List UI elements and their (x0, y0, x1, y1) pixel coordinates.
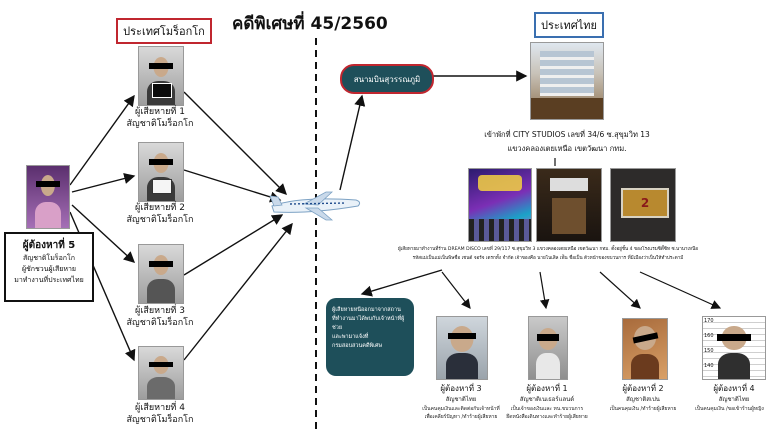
suspect5-line-1: สัญชาติโมร็อกโก (22, 254, 76, 262)
suspect-1-photo (528, 316, 568, 380)
airport-label: สนามบินสุวรรณภูมิ (353, 74, 421, 84)
dest-country-label: ประเทศไทย (540, 19, 598, 32)
victim-2-name: ผู้เสียหายที่ 2 (135, 203, 185, 213)
suspect-2-name: ผู้ต้องหาที่ 2 (622, 384, 664, 393)
residence-line-2: แขวงคลองเตยเหนือ เขตวัฒนา กทม. (507, 144, 627, 153)
airport-box: สนามบินสุวรรณภูมิ (340, 64, 434, 94)
mugshot-scale-3: 150 (704, 348, 714, 354)
case-title: คดีพิเศษที่ 45/2560 (232, 14, 388, 34)
suspect-1-role-1: เป็นเจ้าของเงินและ หน.ขบวนการ (510, 406, 584, 412)
suspect5-box: ผู้ต้องหาที่ 5 สัญชาติโมร็อกโก ผู้ชักชวน… (4, 232, 94, 302)
release-note-line-1: ผู้เสียหายหนีออกมาจากสถาน (332, 307, 401, 313)
victim-1-name: ผู้เสียหายที่ 1 (135, 107, 185, 117)
suspect-1-nationality: สัญชาติเนเธอร์แลนด์ (519, 396, 575, 403)
victim-2-nationality: สัญชาติโมร็อกโก (126, 215, 194, 225)
release-note-line-3: และพามาแจ้งที่ (332, 334, 369, 340)
disco-poster-photo (468, 168, 532, 242)
release-note-line-4: กรมสอบสวนคดีพิเศษ (332, 343, 383, 349)
airplane-icon (269, 191, 361, 221)
residence-line-1: เข้าพักที่ CITY STUDIOS เลขที่ 34/6 ซ.สุ… (484, 130, 650, 139)
victim-1-photo (138, 46, 184, 106)
suspect5-line-3: มาทำงานที่ประเทศไทย (14, 276, 84, 284)
suspect-3-photo (436, 316, 488, 380)
suspect-3-role-2: เพื่อเคลียร์ปัญหา /ทำร้ายผู้เสียหาย (424, 414, 498, 420)
work-description-line-1: ผู้เสียหายมาทำงานที่ร้าน DREAM DISCO เลข… (398, 247, 698, 252)
suspect-2-role-1: เป็นคนคุมเงิน /ทำร้ายผู้เสียหาย (609, 406, 677, 412)
suspect-3-role-1: เป็นคนคุมเงินและติดต่อกับเจ้าหน้าที่ (422, 406, 500, 412)
suspect-1-name: ผู้ต้องหาที่ 1 (526, 384, 568, 393)
dest-country-box: ประเทศไทย (534, 12, 604, 38)
suspect-4-mugshot: 170 160 150 140 (702, 316, 766, 380)
suspect-2-photo (622, 318, 668, 380)
disco-sign-text: 2 (640, 195, 650, 210)
victim-4-nationality: สัญชาติโมร็อกโก (126, 415, 194, 425)
mugshot-scale-2: 160 (704, 333, 714, 339)
disco-sign-photo: 2 (610, 168, 676, 242)
suspect-4-nationality: สัญชาติไทย (718, 396, 750, 403)
origin-country-label: ประเทศโมร็อกโก (123, 25, 205, 38)
victim-4-name: ผู้เสียหายที่ 4 (135, 403, 185, 413)
victim-3-name: ผู้เสียหายที่ 3 (135, 306, 185, 316)
release-note-box: ผู้เสียหายหนีออกมาจากสถาน ที่ทำงานมาได้พ… (326, 298, 414, 376)
victim-3-photo (138, 244, 184, 304)
suspect5-line-2: ผู้ชักชวนผู้เสียหาย (21, 265, 77, 273)
suspect5-photo (26, 165, 70, 229)
suspect5-title: ผู้ต้องหาที่ 5 (22, 240, 76, 251)
origin-country-box: ประเทศโมร็อกโก (116, 18, 212, 44)
release-note-line-2: ที่ทำงานมาได้พบกับเจ้าหน้าที่ผู้ช่วย (332, 316, 405, 331)
victim-1-nationality: สัญชาติโมร็อกโก (126, 119, 194, 129)
suspect-3-name: ผู้ต้องหาที่ 3 (440, 384, 482, 393)
city-studios-photo (530, 42, 604, 120)
suspect-4-role-1: เป็นคนคุมเงิน /ขอเข้าร้านผู้หญิง (695, 406, 764, 412)
suspect-1-role-2: ยึดหนังสือเดินทางและทำร้ายผู้เสียหาย (506, 414, 588, 420)
suspect-3-nationality: สัญชาติไทย (445, 396, 477, 403)
victim-2-photo (138, 142, 184, 202)
disco-entrance-photo (536, 168, 602, 242)
victim-4-photo (138, 346, 184, 400)
suspect-4-name: ผู้ต้องหาที่ 4 (713, 384, 755, 393)
suspect-2-nationality: สัญชาติสเปน (626, 396, 660, 403)
victim-3-nationality: สัญชาติโมร็อกโก (126, 318, 194, 328)
work-description-line-2: รหัสแม่เป็นแม่เป็นพิษชื่อ เชนด์ จอร์จ เด… (412, 256, 684, 261)
mugshot-scale-4: 140 (704, 363, 714, 369)
mugshot-scale-1: 170 (704, 318, 714, 324)
